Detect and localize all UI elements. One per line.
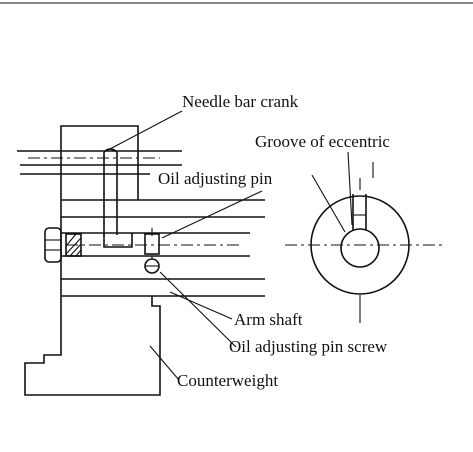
leader-lines: [107, 110, 374, 381]
label-counterweight: Counterweight: [177, 371, 278, 390]
label-needle-bar-crank: Needle bar crank: [182, 92, 299, 111]
needle-bar-crank-assembly: [17, 125, 182, 235]
label-arm-shaft: Arm shaft: [234, 310, 303, 329]
eccentric-view: [285, 178, 445, 323]
counterweight-body: [24, 296, 161, 396]
label-groove-of-eccentric: Groove of eccentric: [255, 132, 390, 151]
arm-shaft-body: [44, 199, 265, 297]
label-oil-adjusting-pin-screw: Oil adjusting pin screw: [229, 337, 388, 356]
label-oil-adjusting-pin: Oil adjusting pin: [158, 169, 273, 188]
